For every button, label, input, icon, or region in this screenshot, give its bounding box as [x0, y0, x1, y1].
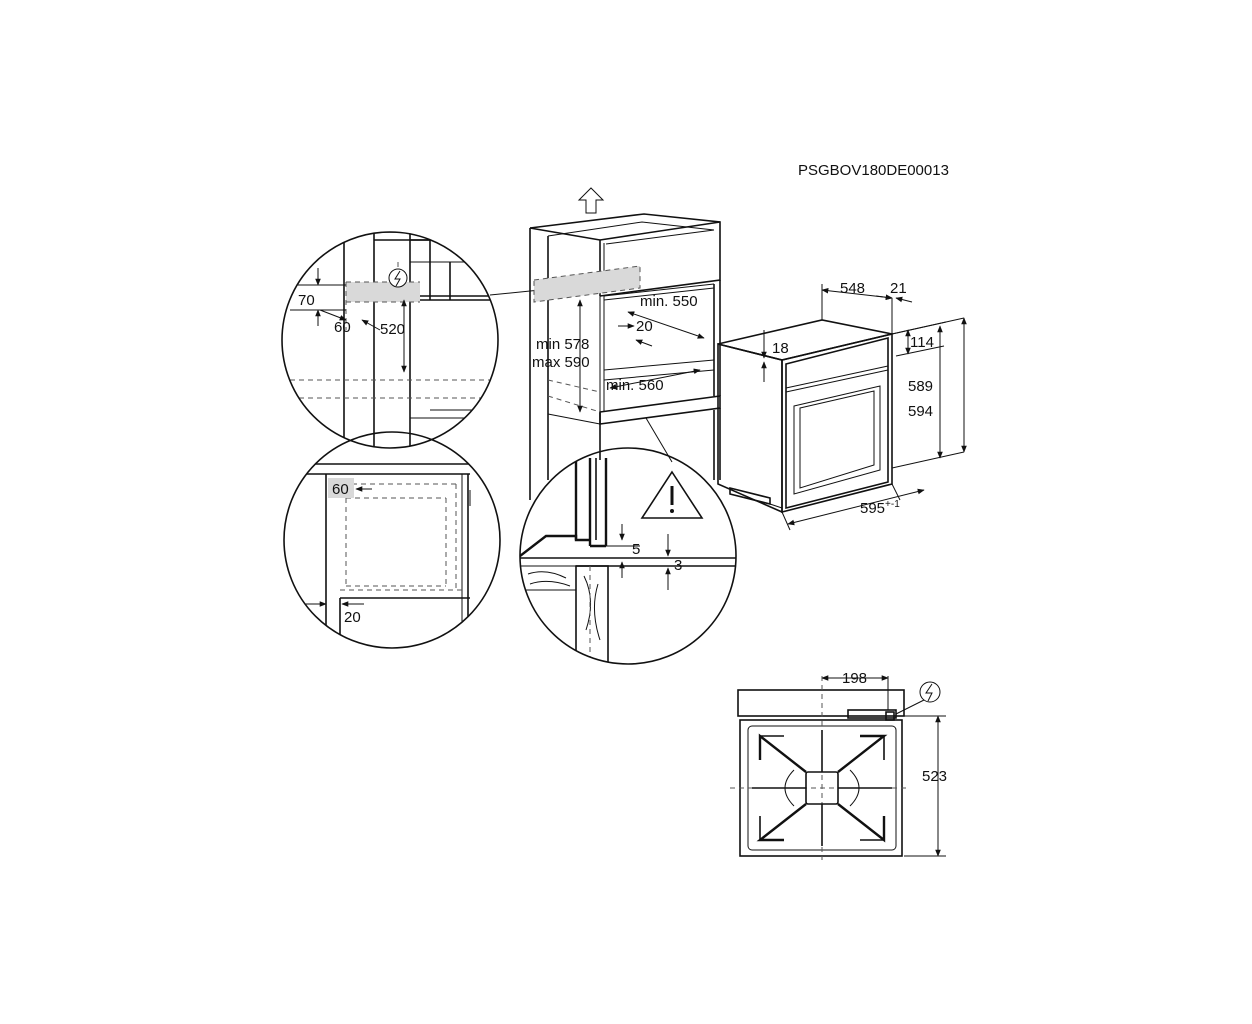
dimension-114: 114 — [910, 334, 934, 351]
dimension-60: 60 — [332, 481, 349, 498]
detail-circle-top-vent: 70 60 520 — [281, 231, 499, 449]
dimension-523: 523 — [922, 768, 947, 785]
dimension-60: 60 — [334, 319, 351, 336]
document-code: PSGBOV180DE00013 — [798, 162, 949, 179]
dimension-21: 21 — [890, 280, 907, 297]
electric-hazard-icon — [388, 268, 408, 288]
dimension-198: 198 — [842, 670, 867, 687]
dimension-595: 595+-1 — [860, 499, 900, 517]
dimension-min-560: min. 560 — [606, 377, 664, 394]
dimension-548: 548 — [840, 280, 865, 297]
dimension-520: 520 — [380, 321, 405, 338]
up-arrow-icon — [577, 187, 605, 214]
detail-circle-side-gap: 60 20 — [283, 431, 501, 649]
dimension-5: 5 — [632, 541, 640, 558]
dimension-max-590: max 590 — [532, 354, 590, 371]
dimension-20: 20 — [636, 318, 653, 335]
dimension-min-550: min. 550 — [640, 293, 698, 310]
detail-circle-outline — [519, 447, 737, 665]
dimension-min-578: min 578 — [536, 336, 589, 353]
cabinet-niche: min. 550 20 min 578 max 590 min. 560 — [529, 187, 721, 500]
detail-circle-floor-gap: 5 3 — [519, 447, 737, 665]
dimension-70: 70 — [298, 292, 315, 309]
dimension-589: 589 — [908, 378, 933, 395]
oven-top-view: 198 523 — [730, 670, 947, 860]
warning-triangle-icon — [640, 470, 704, 519]
detail-circle-outline — [281, 231, 499, 449]
dimension-18: 18 — [772, 340, 789, 357]
oven-drawing: 548 21 114 18 589 594 595+-1 — [717, 280, 967, 531]
dimension-594: 594 — [908, 403, 933, 420]
detail-circle-outline — [283, 431, 501, 649]
electric-hazard-icon — [919, 681, 941, 703]
dimension-20: 20 — [344, 609, 361, 626]
dimension-3: 3 — [674, 557, 682, 574]
